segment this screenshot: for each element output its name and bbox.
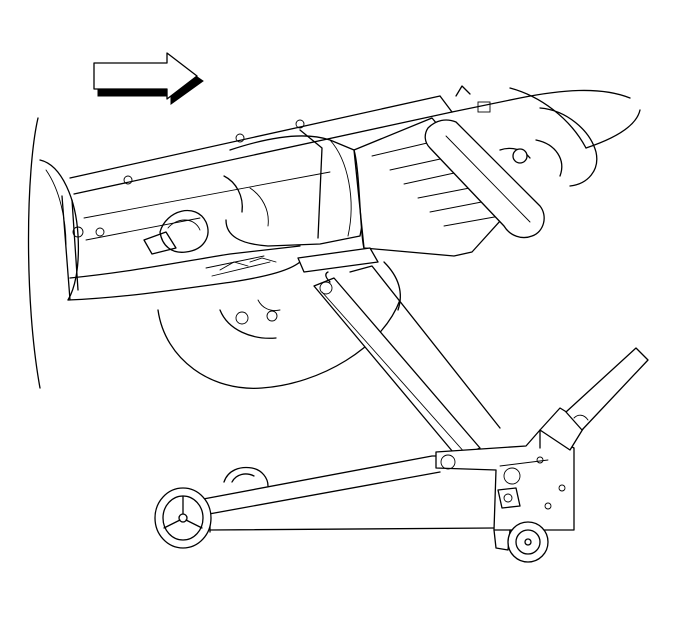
tire	[27, 117, 80, 389]
jack-handle	[539, 347, 649, 451]
caster-wheel	[493, 521, 549, 563]
jack-chassis	[197, 429, 575, 533]
front-wheel	[154, 487, 212, 549]
axle-housing	[61, 85, 631, 301]
direction-arrow-icon	[93, 52, 204, 105]
bumper-bracket	[424, 107, 641, 239]
jack-lift-arm	[297, 247, 501, 459]
tank-shield	[353, 117, 511, 257]
rear-wheel-left	[223, 466, 269, 487]
spring-assembly	[143, 210, 277, 277]
